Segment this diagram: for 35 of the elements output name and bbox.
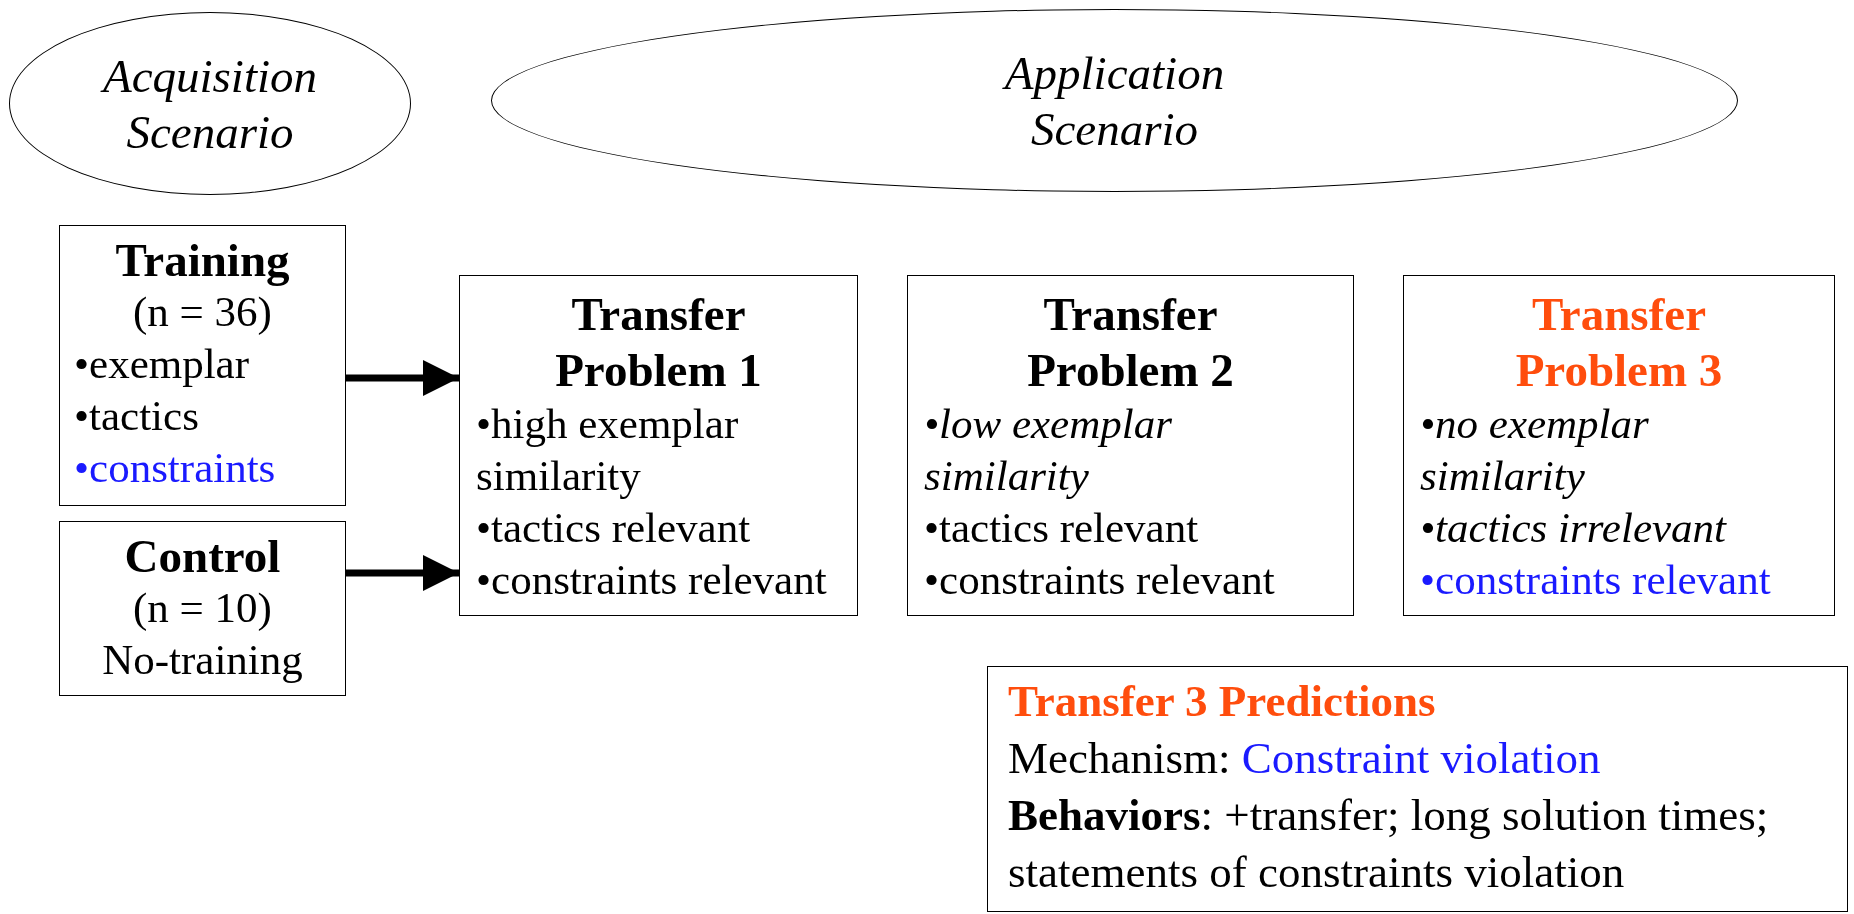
arrow — [346, 360, 459, 396]
group-heading: Control — [123, 530, 282, 582]
sample-size: (n = 10) — [132, 583, 273, 633]
group-box — [59, 521, 346, 696]
problem-heading: Transfer Problem 3 — [1514, 287, 1724, 398]
bullet-item: •low exemplar similarity — [924, 399, 1173, 501]
bullet-item: •exemplar — [74, 339, 251, 389]
bullet-item: •no exemplar similarity — [1420, 399, 1650, 501]
bullet-item: •tactics irrelevant — [1420, 503, 1728, 553]
group-heading: Training — [114, 234, 291, 286]
sample-size: (n = 36) — [132, 287, 273, 337]
bullet-item: •constraints relevant — [924, 555, 1276, 605]
problem-heading: Transfer Problem 2 — [1026, 287, 1235, 398]
condition-text: No-training — [101, 635, 304, 685]
mechanism-label: Mechanism: — [1008, 733, 1231, 783]
bullet-item: •constraints relevant — [1420, 555, 1772, 605]
problem-heading: Transfer Problem 1 — [554, 287, 763, 398]
bullet-item: •tactics relevant — [924, 503, 1200, 553]
group-box — [59, 225, 346, 506]
problem-box — [907, 275, 1354, 616]
scenario-label: Acquisition Scenario — [99, 48, 319, 160]
bullet-item: •high exemplar similarity — [476, 399, 740, 501]
bullet-item: •tactics relevant — [476, 503, 752, 553]
predictions-box — [987, 666, 1848, 912]
bullet-item: •constraints relevant — [476, 555, 828, 605]
arrow — [346, 555, 459, 591]
bullet-item: •constraints — [74, 443, 277, 493]
problem-box — [459, 275, 858, 616]
bullet-item: •tactics — [74, 391, 200, 441]
mechanism-value: Constraint violation — [1241, 733, 1601, 783]
scenario-ellipse — [9, 12, 411, 195]
problem-box — [1403, 275, 1835, 616]
predictions-heading: Transfer 3 Predictions — [1008, 675, 1437, 728]
behaviors-text: Behaviors: +transfer; long solution times; statements of constraints violation — [1008, 789, 1770, 899]
scenario-label: Application Scenario — [1001, 45, 1226, 157]
